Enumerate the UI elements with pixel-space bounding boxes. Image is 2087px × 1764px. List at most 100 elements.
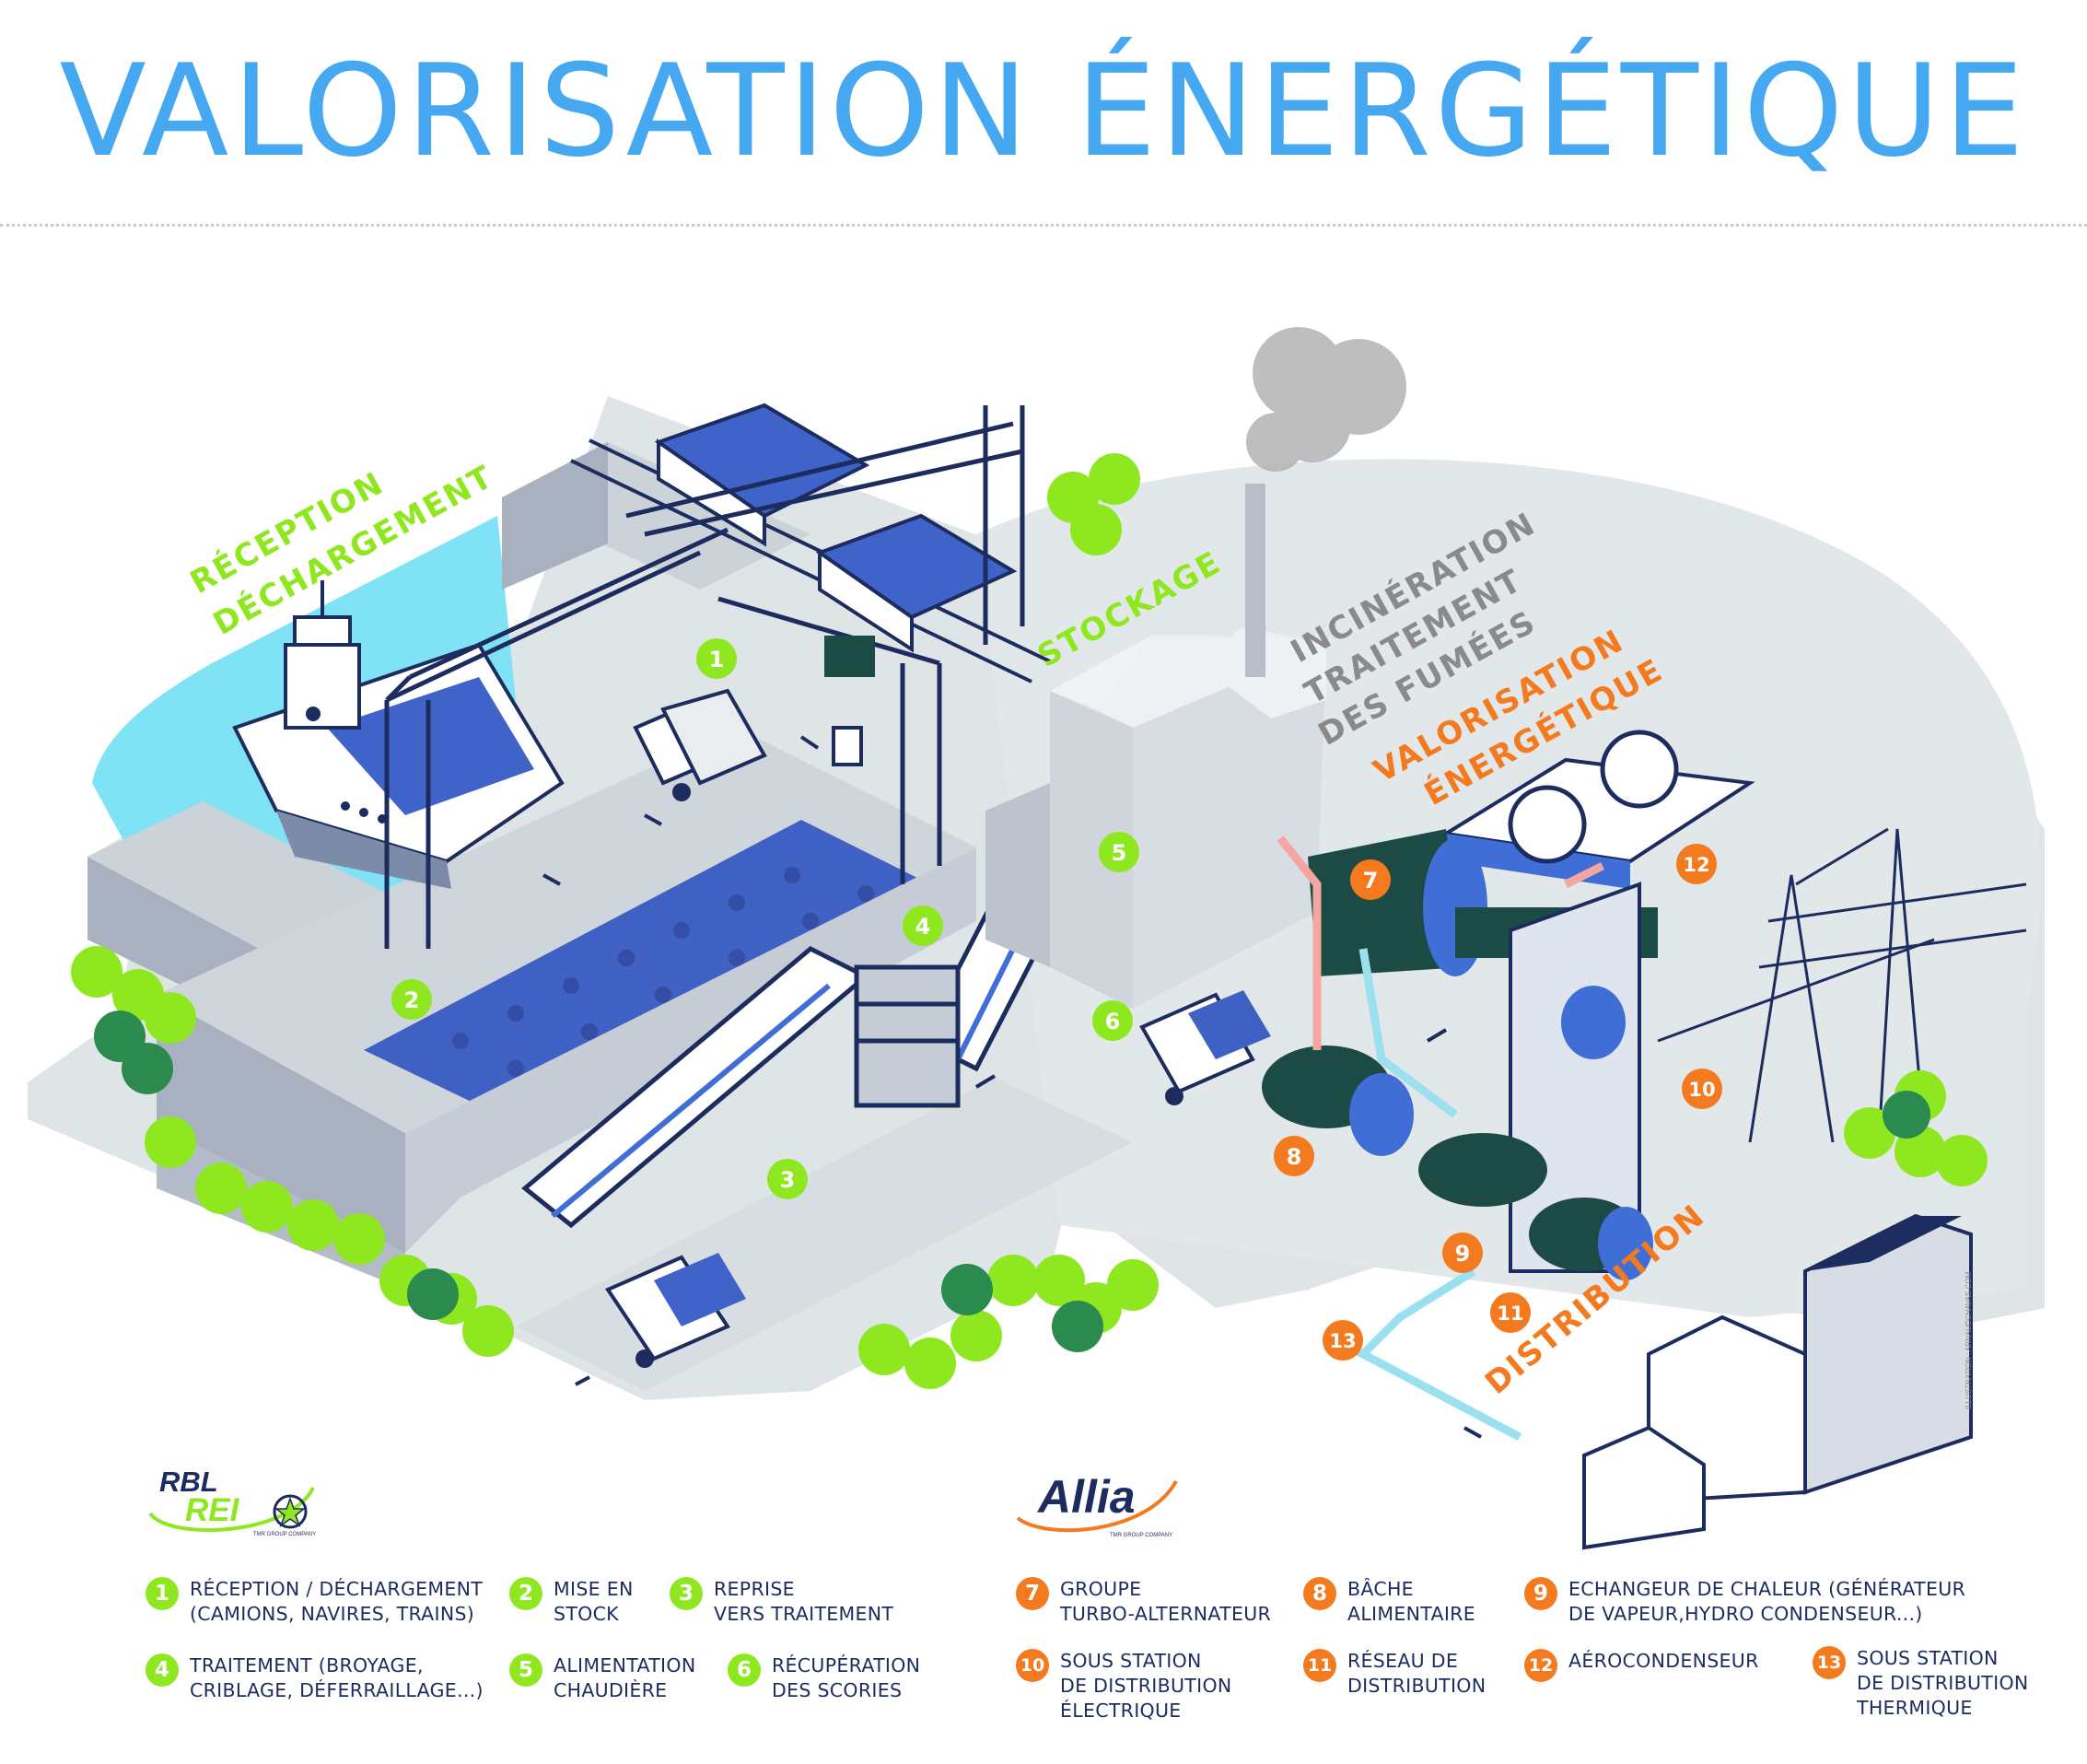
svg-text:1: 1 bbox=[709, 647, 725, 672]
legend-item-13: 13 SOUS STATION DE DISTRIBUTION THERMIQU… bbox=[1813, 1646, 2029, 1721]
marker-11: 11 bbox=[1490, 1292, 1531, 1333]
marker-10: 10 bbox=[1682, 1069, 1722, 1109]
legend-item-11: 11 RÉSEAU DE DISTRIBUTION bbox=[1303, 1649, 1486, 1699]
crane-grab bbox=[832, 726, 863, 766]
legend-text: MISE EN STOCK bbox=[554, 1578, 634, 1625]
rbl-rei-logo: RBL REI TMR GROUP COMPANY bbox=[143, 1460, 327, 1538]
marker-8: 8 bbox=[1274, 1136, 1314, 1176]
rbl-text: RBL bbox=[159, 1466, 218, 1498]
truck-slag bbox=[1139, 990, 1271, 1105]
marker-7: 7 bbox=[1350, 859, 1391, 900]
legend-text: ECHANGEUR DE CHALEUR (GÉNÉRATEUR DE VAPE… bbox=[1568, 1578, 1966, 1625]
legend-bubble: 6 bbox=[728, 1653, 761, 1687]
legend-item-3: 3 REPRISE VERS TRAITEMENT bbox=[670, 1577, 893, 1627]
marker-3: 3 bbox=[767, 1159, 808, 1199]
legend-item-4: 4 TRAITEMENT (BROYAGE, CRIBLAGE, DÉFERRA… bbox=[146, 1653, 484, 1703]
legend-bubble: 3 bbox=[670, 1577, 703, 1610]
marker-6: 6 bbox=[1092, 1000, 1133, 1041]
title-divider bbox=[0, 224, 2087, 227]
smoke bbox=[1246, 327, 1406, 472]
svg-text:8: 8 bbox=[1287, 1144, 1302, 1170]
feed-tank bbox=[1262, 1046, 1414, 1156]
distribution-buildings bbox=[1582, 1213, 1973, 1550]
legend-bubble: 5 bbox=[509, 1653, 542, 1687]
reception-block-side bbox=[502, 442, 608, 590]
legend-bubble: 7 bbox=[1016, 1577, 1049, 1610]
legend-item-6: 6 RÉCUPÉRATION DES SCORIES bbox=[728, 1653, 920, 1703]
pipes bbox=[1277, 835, 1605, 1441]
allia-logo: Allia TMR GROUP COMPANY bbox=[1009, 1455, 1183, 1543]
legend-text: RÉCUPÉRATION DES SCORIES bbox=[772, 1654, 921, 1701]
svg-text:11: 11 bbox=[1497, 1303, 1523, 1325]
svg-text:13: 13 bbox=[1329, 1330, 1356, 1352]
legend-bubble: 1 bbox=[146, 1577, 179, 1610]
legend-text: ALIMENTATION CHAUDIÈRE bbox=[554, 1654, 696, 1701]
svg-text:5: 5 bbox=[1112, 840, 1127, 866]
legend-item-12: 12 AÉROCONDENSEUR bbox=[1524, 1649, 1759, 1682]
legend-bubble: 2 bbox=[509, 1577, 542, 1610]
legend-text: RÉCEPTION / DÉCHARGEMENT (CAMIONS, NAVIR… bbox=[190, 1578, 484, 1625]
stock-pile-texture bbox=[452, 867, 874, 1077]
legend-bubble: 11 bbox=[1303, 1649, 1336, 1682]
legend-item-9: 9 ECHANGEUR DE CHALEUR (GÉNÉRATEUR DE VA… bbox=[1524, 1577, 1965, 1627]
legend-item-2: 2 MISE EN STOCK bbox=[509, 1577, 634, 1627]
svg-text:2: 2 bbox=[404, 987, 420, 1013]
marker-5: 5 bbox=[1099, 832, 1139, 872]
page-title: VALORISATION ÉNERGÉTIQUE bbox=[59, 37, 2028, 185]
legend-item-1: 1 RÉCEPTION / DÉCHARGEMENT (CAMIONS, NAV… bbox=[146, 1577, 483, 1627]
legend-text: SOUS STATION DE DISTRIBUTION THERMIQUE bbox=[1857, 1647, 2029, 1719]
legend-bubble: 12 bbox=[1524, 1649, 1557, 1682]
truck-outgoing bbox=[605, 1253, 746, 1368]
stock-pit-wall bbox=[157, 995, 405, 1253]
legend-bubble: 4 bbox=[146, 1653, 179, 1687]
svg-text:12: 12 bbox=[1683, 854, 1709, 876]
legend-text: GROUPE TURBO-ALTERNATEUR bbox=[1060, 1578, 1272, 1625]
rbl-sub-text: TMR GROUP COMPANY bbox=[253, 1532, 316, 1537]
legend-text: RÉSEAU DE DISTRIBUTION bbox=[1347, 1650, 1487, 1697]
legend-bubble: 8 bbox=[1303, 1577, 1336, 1610]
legend-text: BÂCHE ALIMENTAIRE bbox=[1347, 1578, 1475, 1625]
marker-13: 13 bbox=[1323, 1320, 1363, 1361]
legend-bubble: 13 bbox=[1813, 1646, 1846, 1679]
rei-text: REI bbox=[185, 1492, 240, 1528]
train-wagons bbox=[654, 403, 1018, 653]
legend-bubble: 9 bbox=[1524, 1577, 1557, 1610]
crusher-tower bbox=[854, 964, 961, 1108]
legend-item-10: 10 SOUS STATION DE DISTRIBUTION ÉLECTRIQ… bbox=[1016, 1649, 1232, 1723]
svg-text:3: 3 bbox=[780, 1167, 796, 1193]
svg-text:4: 4 bbox=[915, 914, 931, 940]
marker-9: 9 bbox=[1442, 1232, 1483, 1273]
heat-exchanger bbox=[1418, 882, 1653, 1280]
legend-text: TRAITEMENT (BROYAGE, CRIBLAGE, DÉFERRAIL… bbox=[190, 1654, 484, 1701]
illustration-credit: ILLUSTRATION : ARNAUDCHAVAS.COM bbox=[1965, 1271, 1973, 1409]
power-pylons bbox=[1657, 827, 2027, 1143]
legend-bubble: 10 bbox=[1016, 1649, 1049, 1682]
legend-text: REPRISE VERS TRAITEMENT bbox=[714, 1578, 894, 1625]
allia-text: Allia bbox=[1036, 1471, 1136, 1523]
stock-pit-top bbox=[157, 728, 976, 1133]
legend-item-5: 5 ALIMENTATION CHAUDIÈRE bbox=[509, 1653, 695, 1703]
rbl-rei-emblem: RBL REI TMR GROUP COMPANY bbox=[148, 1466, 316, 1537]
marker-12: 12 bbox=[1676, 844, 1717, 884]
marker-2: 2 bbox=[391, 979, 432, 1020]
gantry-crane bbox=[384, 405, 1025, 949]
legend-text: AÉROCONDENSEUR bbox=[1568, 1650, 1759, 1672]
svg-text:9: 9 bbox=[1455, 1241, 1471, 1267]
stock-pile bbox=[364, 820, 949, 1105]
allia-sub-text: TMR GROUP COMPANY bbox=[1110, 1533, 1172, 1538]
legend-item-8: 8 BÂCHE ALIMENTAIRE bbox=[1303, 1577, 1475, 1627]
tree-clusters bbox=[71, 453, 1988, 1389]
air-condenser bbox=[1440, 730, 1755, 889]
svg-text:7: 7 bbox=[1363, 868, 1379, 894]
svg-text:10: 10 bbox=[1688, 1079, 1715, 1101]
truck-unloading bbox=[633, 688, 767, 801]
marker-4: 4 bbox=[903, 905, 943, 946]
crane-cabin bbox=[824, 636, 875, 677]
svg-text:6: 6 bbox=[1105, 1009, 1121, 1034]
chimney bbox=[1245, 484, 1265, 677]
legend-item-7: 7 GROUPE TURBO-ALTERNATEUR bbox=[1016, 1577, 1271, 1627]
flow-arrows bbox=[542, 735, 1482, 1439]
legend-text: SOUS STATION DE DISTRIBUTION ÉLECTRIQUE bbox=[1060, 1650, 1232, 1722]
allia-emblem: Allia TMR GROUP COMPANY bbox=[1016, 1471, 1178, 1538]
